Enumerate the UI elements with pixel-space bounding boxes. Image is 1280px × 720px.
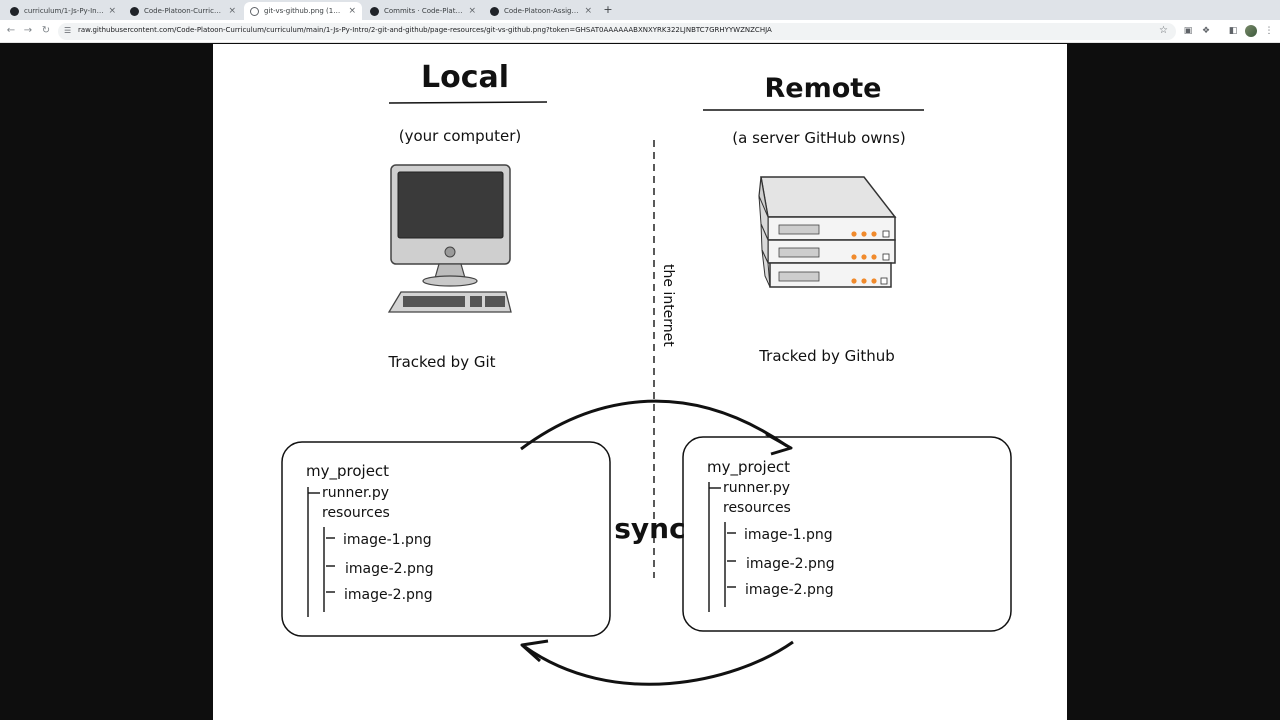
local-subtitle: (your computer) xyxy=(399,127,522,145)
arrowhead-icon xyxy=(765,432,793,456)
github-icon xyxy=(10,6,19,16)
sync-label: sync xyxy=(614,512,685,545)
tab-title: curriculum/1-Js-Py-Intro/2-g xyxy=(24,7,104,15)
site-info-icon[interactable]: ☰ xyxy=(64,26,72,35)
github-icon xyxy=(490,6,499,16)
close-icon[interactable]: × xyxy=(108,6,116,16)
globe-icon xyxy=(250,6,259,16)
local-heading: Local xyxy=(421,60,509,95)
close-icon[interactable]: × xyxy=(584,6,592,16)
tab-git-vs-github-image[interactable]: git-vs-github.png (1778×1406) × xyxy=(244,2,362,20)
tab-code-platoon-assignments[interactable]: Code-Platoon-Assignments/ × xyxy=(484,2,598,20)
local-project-box: my_project runner.py resources image-1.p… xyxy=(281,441,611,637)
tree-root-label: my_project xyxy=(306,462,389,481)
tree-folder-label: resources xyxy=(723,500,791,516)
sync-arrow-to-remote xyxy=(520,399,788,451)
arrowhead-icon xyxy=(520,639,549,663)
tab-title: Commits · Code-Platoon-Cur xyxy=(384,7,465,15)
git-vs-github-diagram: Local Remote (your computer) (a server G… xyxy=(281,60,1012,686)
close-icon[interactable]: × xyxy=(468,6,476,16)
tree-child-label: image-2.png xyxy=(746,556,835,572)
tree-file-label: runner.py xyxy=(723,480,790,496)
menu-kebab-icon[interactable]: ⋮ xyxy=(1264,26,1274,36)
tab-title: Code-Platoon-Assignments/ xyxy=(504,7,580,15)
local-heading-underline xyxy=(388,101,548,104)
git-vs-github-image: Local Remote (your computer) (a server G… xyxy=(213,44,1067,720)
tab-code-platoon-curriculum[interactable]: Code-Platoon-Curriculum/cu × xyxy=(124,2,242,20)
tab-strip: curriculum/1-Js-Py-Intro/2-g × Code-Plat… xyxy=(0,0,1280,20)
close-icon[interactable]: × xyxy=(228,6,236,16)
tab-title: git-vs-github.png (1778×1406) xyxy=(264,7,344,15)
tree-child-label: image-1.png xyxy=(744,527,833,543)
local-tracked-label: Tracked by Git xyxy=(387,353,495,371)
close-icon[interactable]: × xyxy=(348,6,356,16)
tree-folder-label: resources xyxy=(322,505,390,521)
server-icon xyxy=(758,176,897,288)
remote-tracked-label: Tracked by Github xyxy=(758,347,895,365)
internet-label: the internet xyxy=(660,264,676,347)
tree-file-label: runner.py xyxy=(322,485,389,501)
tree-child-label: image-2.png xyxy=(345,561,434,577)
tab-commits[interactable]: Commits · Code-Platoon-Cur × xyxy=(364,2,482,20)
browser-toolbar: ← → ↻ ☰ raw.githubusercontent.com/Code-P… xyxy=(0,20,1280,43)
bookmark-star-icon[interactable]: ☆ xyxy=(1159,25,1168,36)
reload-icon[interactable]: ↻ xyxy=(41,25,51,36)
tab-curriculum-folder[interactable]: curriculum/1-Js-Py-Intro/2-g × xyxy=(4,2,122,20)
forward-arrow-icon[interactable]: → xyxy=(23,25,33,36)
profile-avatar[interactable] xyxy=(1245,25,1257,37)
remote-subtitle: (a server GitHub owns) xyxy=(732,129,905,147)
sync-arrow-to-local xyxy=(524,640,794,686)
extension-icon[interactable]: ▣ xyxy=(1183,26,1193,36)
address-bar[interactable]: ☰ raw.githubusercontent.com/Code-Platoon… xyxy=(58,23,1176,40)
back-arrow-icon[interactable]: ← xyxy=(6,25,16,36)
puzzle-extensions-icon[interactable]: ❖ xyxy=(1201,26,1211,36)
tree-root-label: my_project xyxy=(707,458,790,477)
remote-project-box: my_project runner.py resources image-1.p… xyxy=(682,436,1012,632)
url-text: raw.githubusercontent.com/Code-Platoon-C… xyxy=(78,26,772,34)
tree-child-label: image-2.png xyxy=(745,582,834,598)
side-panel-icon[interactable]: ◧ xyxy=(1228,26,1238,36)
image-viewer: Local Remote (your computer) (a server G… xyxy=(0,44,1280,720)
tree-child-label: image-1.png xyxy=(343,532,432,548)
new-tab-button[interactable]: + xyxy=(603,3,613,16)
github-icon xyxy=(370,6,379,16)
remote-heading: Remote xyxy=(764,73,881,104)
tree-child-label: image-2.png xyxy=(344,587,433,603)
computer-icon xyxy=(387,164,512,313)
github-icon xyxy=(130,6,139,16)
tab-title: Code-Platoon-Curriculum/cu xyxy=(144,7,225,15)
